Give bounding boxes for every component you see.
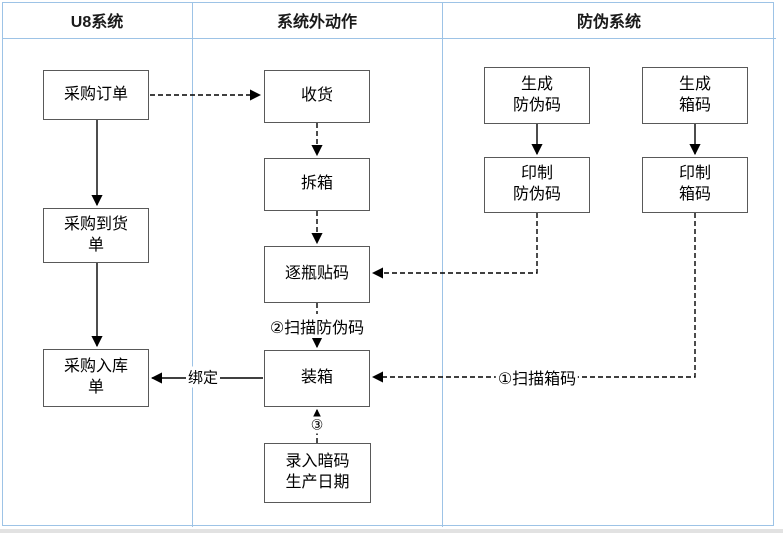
lane-header-u8-system: U8系统 <box>70 14 124 31</box>
edge-label-scan-box-code: ①扫描箱码 <box>495 365 579 389</box>
lane-header-anticounterfeit-system: 防伪系统 <box>576 14 641 31</box>
node-label-each-bottle: 逐瓶贴码 <box>264 246 370 303</box>
node-purchase-order: 采购订单 <box>43 70 149 120</box>
node-print-box-code: 印制 箱码 <box>642 157 748 213</box>
arrow-print-box-code-to-pack <box>371 213 696 383</box>
arrow-print-security-code-to-label-bottles <box>371 213 538 279</box>
node-enter-hidden-code-production-date: 录入暗码 生产日期 <box>264 443 371 503</box>
header-separator <box>2 38 776 39</box>
lane-header-outside-system-actions: 系统外动作 <box>276 14 357 31</box>
node-purchase-arrival-order: 采购到货 单 <box>43 208 149 263</box>
node-pack-box: 装箱 <box>264 350 370 407</box>
lane-divider-2 <box>442 2 443 527</box>
node-generate-security-code: 生成 防伪码 <box>484 67 590 124</box>
edge-label-bind: 绑定 <box>185 366 221 388</box>
node-receive-goods: 收货 <box>264 70 370 123</box>
node-purchase-warehouse-entry-order: 采购入库 单 <box>43 349 149 407</box>
node-print-security-code: 印制 防伪码 <box>484 157 590 213</box>
node-generate-box-code: 生成 箱码 <box>642 67 748 124</box>
lane-divider-1 <box>192 2 193 527</box>
node-unbox: 拆箱 <box>264 158 370 211</box>
edge-label-scan-security-code: ②扫描防伪码 <box>267 314 367 338</box>
window-bottom-edge <box>0 529 783 533</box>
edge-label-step-3: ③ <box>308 416 326 434</box>
